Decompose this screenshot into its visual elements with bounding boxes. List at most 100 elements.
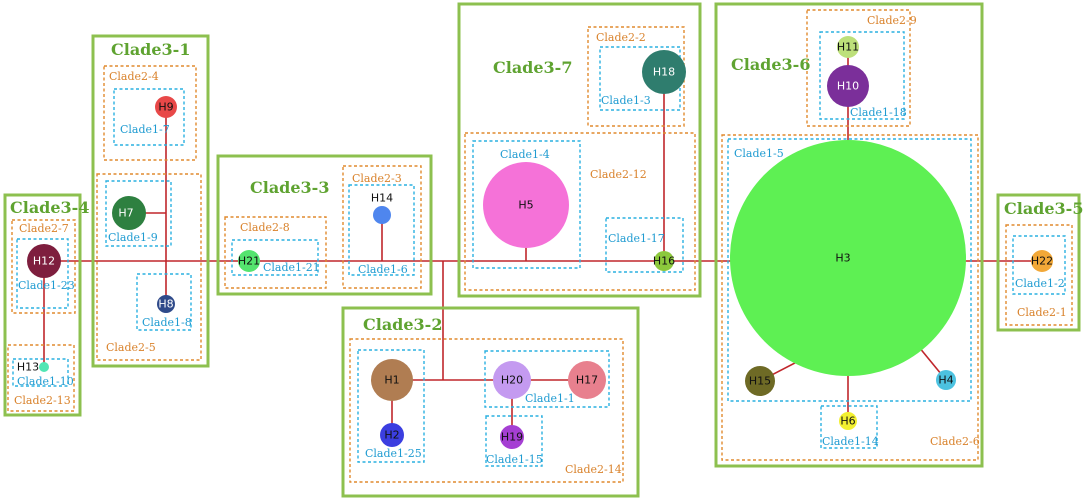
clade2-6-label: Clade2-6 [930,435,980,448]
haplotype-h15[interactable]: H15 [745,366,775,396]
haplotype-h12[interactable]: H12 [27,244,61,278]
haplotype-h18[interactable]: H18 [642,50,686,94]
haplotype-h2[interactable]: H2 [380,423,404,447]
haplotype-h6[interactable]: H6 [839,412,857,430]
haplotype-h21[interactable]: H21 [238,250,260,272]
clade3-labels: Clade3-1 Clade3-2 Clade3-3 Clade3-4 Clad… [10,40,1083,334]
clade2-4-label: Clade2-4 [109,70,159,83]
haplotype-h16[interactable]: H16 [653,251,675,271]
clade2-13-box [7,344,75,412]
node-h7[interactable] [112,196,146,230]
clade1-17-label: Clade1-17 [608,232,665,245]
node-h1[interactable] [371,359,413,401]
node-h11[interactable] [837,36,859,58]
node-h5[interactable] [483,162,569,248]
clade2-5-box [96,173,202,361]
node-h19[interactable] [500,425,524,449]
clade3-2-label: Clade3-2 [363,315,442,334]
haplotype-h19[interactable]: H19 [500,425,524,449]
haplotype-h4[interactable]: H4 [936,370,956,390]
haplotype-h5[interactable]: H5 [483,162,569,248]
clade1-18-box [819,31,905,120]
clade2-3-box [342,165,422,289]
clade1-21-label: Clade1-21 [263,261,320,274]
clade2-7-box [11,219,76,314]
node-h17[interactable] [568,361,606,399]
node-label-h10: H10 [837,80,859,93]
node-h9[interactable] [155,96,177,118]
node-h22[interactable] [1031,250,1053,272]
clade2-14-label: Clade2-14 [565,463,622,476]
node-h8[interactable] [157,295,175,313]
clade2-9-box [806,9,911,127]
haplotype-h8[interactable]: H8 [157,295,175,313]
clade3-7-box [457,2,702,298]
node-label-h3: H3 [835,252,850,265]
node-label-h1: H1 [384,374,399,387]
node-h14[interactable] [373,206,391,224]
node-h2[interactable] [380,423,404,447]
clade1-25-box [357,349,425,463]
node-h12[interactable] [27,244,61,278]
clade2-5-label: Clade2-5 [106,341,156,354]
node-h16[interactable] [654,251,674,271]
clade2-9-label: Clade2-9 [867,14,917,27]
clade1-7-label: Clade1-7 [120,123,170,136]
clade1-10-box [12,358,69,387]
node-h18[interactable] [642,50,686,94]
clade3-4-box [3,193,82,417]
clade3-6-box [714,2,984,468]
node-h10[interactable] [827,65,869,107]
haplotype-h1[interactable]: H1 [371,359,413,401]
clade1-14-box [820,405,878,449]
node-label-h20: H20 [501,374,523,387]
clade1-6-label: Clade1-6 [358,263,408,276]
clade1-23-box [16,238,69,309]
haplotype-h10[interactable]: H10 [827,65,869,107]
clade3-1-box [91,34,210,368]
haplotype-h3[interactable]: H3 [730,140,966,376]
haplotype-h13[interactable]: H13 [17,361,49,374]
clade1-4-label: Clade1-4 [500,148,550,161]
node-label-h19: H19 [501,431,523,444]
node-h21[interactable] [238,250,260,272]
clade2-4-box [103,65,197,161]
node-label-h9: H9 [158,101,173,114]
clade3-4-label: Clade3-4 [10,198,89,217]
haplotype-nodes: H3 H5 H18 H10 H11 H1 H2 H20 H17 H19 H7 H… [17,36,1053,449]
clade3-1-label: Clade3-1 [111,40,190,59]
haplotype-h11[interactable]: H11 [837,36,859,58]
haplotype-h14[interactable]: H14 [371,192,393,225]
clade1-5-box [727,138,972,402]
node-h4[interactable] [936,370,956,390]
haplotype-h20[interactable]: H20 [493,361,531,399]
node-h6[interactable] [839,412,857,430]
clade1-15-box [485,415,543,467]
node-label-h18: H18 [653,66,675,79]
node-h13[interactable] [39,362,49,372]
node-label-h11: H11 [837,41,859,54]
haplotype-h22[interactable]: H22 [1031,250,1053,272]
clade3-3-label: Clade3-3 [250,178,329,197]
clade1-6-box [348,184,415,276]
clade2-2-label: Clade2-2 [596,31,646,44]
clade2-12-label: Clade2-12 [590,168,647,181]
clade2-14-box [349,338,624,483]
node-label-h17: H17 [576,374,598,387]
clade3-boxes [3,2,1081,498]
clade2-6-box [721,134,979,461]
clade1-1-box [484,350,610,408]
node-h3[interactable] [730,140,966,376]
clade3-6-label: Clade3-6 [731,55,810,74]
haplotype-h17[interactable]: H17 [568,361,606,399]
node-h20[interactable] [493,361,531,399]
haplotype-h9[interactable]: H9 [155,96,177,118]
clade1-5-label: Clade1-5 [734,147,784,160]
haplotype-h7[interactable]: H7 [112,196,146,230]
node-label-h16: H16 [653,255,675,268]
clade2-3-label: Clade2-3 [352,172,402,185]
node-label-h15: H15 [749,375,771,388]
node-h15[interactable] [745,366,775,396]
